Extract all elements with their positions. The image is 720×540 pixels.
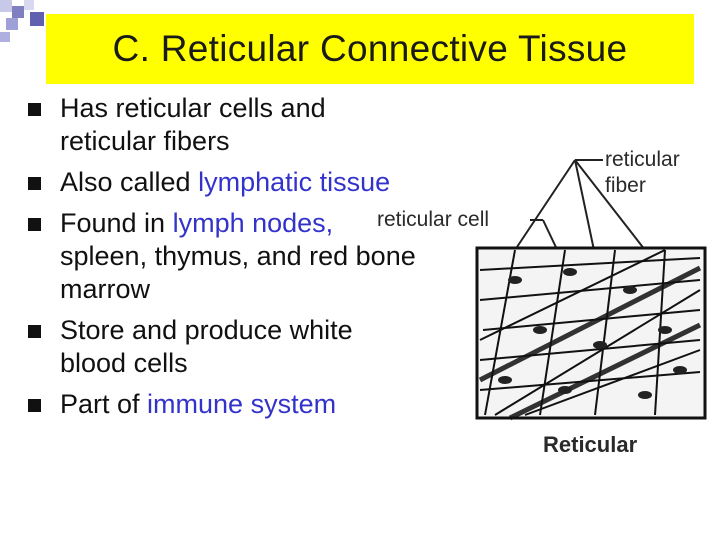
bullet-text: Has reticular cells and reticular fibers [60,93,326,156]
bullet-item: Store and produce white blood cells [22,314,422,380]
square-bullet-icon [28,399,41,412]
bullet-item: Found in lymph nodes, spleen, thymus, an… [22,207,422,306]
corner-squares-decoration [0,0,44,42]
square-bullet-icon [28,325,41,338]
square-bullet-icon [28,177,41,190]
label-reticular-fiber-2: fiber [605,174,646,197]
slide-title: C. Reticular Connective Tissue [112,28,628,69]
reticular-tissue-figure: reticular fiber reticular cell [377,148,707,457]
figure-caption: Reticular [543,432,638,457]
highlight-term: immune system [147,389,337,419]
label-reticular-cell: reticular cell [377,208,489,231]
bullet-text: spleen, thymus, and red bone marrow [60,241,416,304]
bullet-item: Part of immune system [22,388,422,421]
square-bullet-icon [28,103,41,116]
bullet-list: Has reticular cells and reticular fibers… [22,92,422,429]
bullet-text: Also called [60,167,199,197]
bullet-text: Found in [60,208,173,238]
bullet-item: Also called lymphatic tissue [22,166,422,199]
bullet-text: Store and produce white blood cells [60,315,353,378]
highlight-term: lymphatic tissue [198,167,391,197]
bullet-item: Has reticular cells and reticular fibers [22,92,422,158]
label-reticular-fiber: reticular [605,148,680,171]
bullet-text: Part of [60,389,148,419]
title-bar: C. Reticular Connective Tissue [46,14,694,84]
square-bullet-icon [28,218,41,231]
highlight-term: lymph nodes, [172,208,334,238]
